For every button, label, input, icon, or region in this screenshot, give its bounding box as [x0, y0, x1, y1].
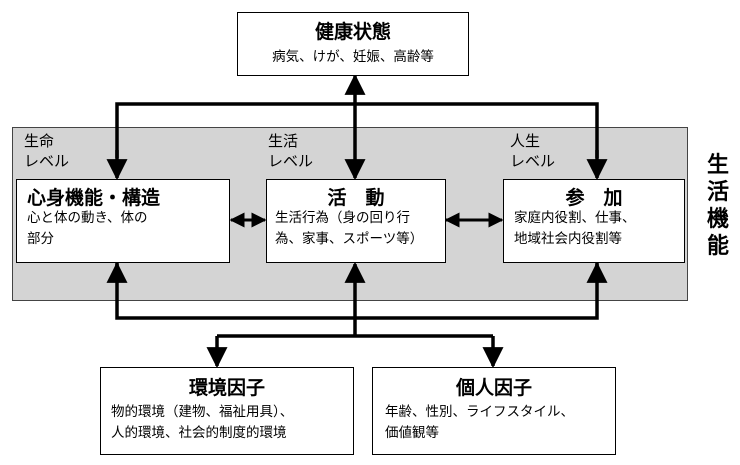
level-label-life: 生命 レベル — [24, 131, 69, 171]
activity-line2: 為、家事、スポーツ等） — [275, 231, 424, 247]
activity-box: 活 動 生活行為（身の回り行 為、家事、スポーツ等） — [266, 179, 446, 263]
activity-detail: 生活行為（身の回り行 為、家事、スポーツ等） — [275, 208, 423, 250]
personal-line1: 年齢、性別、ライフスタイル、 — [385, 404, 574, 420]
environment-line1: 物的環境（建物、福祉用具）、 — [111, 404, 294, 420]
health-condition-title: 健康状態 — [314, 21, 391, 43]
body-function-line2: 部分 — [27, 231, 54, 247]
activity-line1: 生活行為（身の回り行 — [275, 210, 410, 226]
life-functioning-char3: 機 — [706, 207, 729, 232]
body-function-box: 心身機能・構造 心と体の動き、体の 部分 — [16, 179, 230, 263]
level-label-person: 人生 レベル — [510, 131, 555, 171]
environment-title: 環境因子 — [188, 377, 265, 399]
body-function-line1: 心と体の動き、体の — [27, 210, 148, 226]
level-label-life-line1: 生命 — [24, 132, 55, 150]
level-label-activity-line1: 生活 — [268, 132, 299, 150]
edge-bus-top — [115, 102, 599, 158]
environment-line2: 人的環境、社会的制度的環境 — [111, 425, 287, 441]
health-condition-box: 健康状態 病気、けが、妊娠、高齢等 — [237, 12, 469, 76]
life-functioning-char4: 能 — [706, 234, 729, 259]
environment-detail: 物的環境（建物、福祉用具）、 人的環境、社会的制度的環境 — [111, 402, 293, 444]
personal-title: 個人因子 — [455, 377, 532, 399]
participation-line1: 家庭内役割、仕事、 — [514, 210, 636, 226]
participation-line2: 地域社会内役割等 — [514, 231, 622, 247]
level-label-person-line2: レベル — [510, 152, 556, 170]
life-functioning-label: 生 活 機 能 — [703, 152, 733, 260]
body-function-title: 心身機能・構造 — [27, 187, 161, 209]
personal-detail: 年齢、性別、ライフスタイル、 価値観等 — [385, 402, 574, 444]
body-function-detail: 心と体の動き、体の 部分 — [27, 208, 148, 250]
level-label-life-line2: レベル — [24, 152, 70, 170]
activity-title: 活 動 — [327, 187, 385, 209]
edge-bus-bottom — [115, 263, 599, 320]
participation-box: 参 加 家庭内役割、仕事、 地域社会内役割等 — [503, 179, 685, 263]
level-label-person-line1: 人生 — [510, 132, 541, 150]
health-condition-detail: 病気、けが、妊娠、高齢等 — [272, 49, 434, 65]
life-functioning-char1: 生 — [706, 153, 729, 178]
level-label-activity-line2: レベル — [268, 152, 314, 170]
edge-to-factors — [217, 318, 493, 338]
participation-detail: 家庭内役割、仕事、 地域社会内役割等 — [514, 208, 636, 250]
personal-line2: 価値観等 — [385, 425, 439, 441]
participation-title: 参 加 — [565, 187, 623, 209]
personal-box: 個人因子 年齢、性別、ライフスタイル、 価値観等 — [372, 367, 616, 455]
environment-box: 環境因子 物的環境（建物、福祉用具）、 人的環境、社会的制度的環境 — [100, 367, 354, 455]
level-label-activity: 生活 レベル — [268, 131, 313, 171]
life-functioning-char2: 活 — [706, 180, 729, 205]
